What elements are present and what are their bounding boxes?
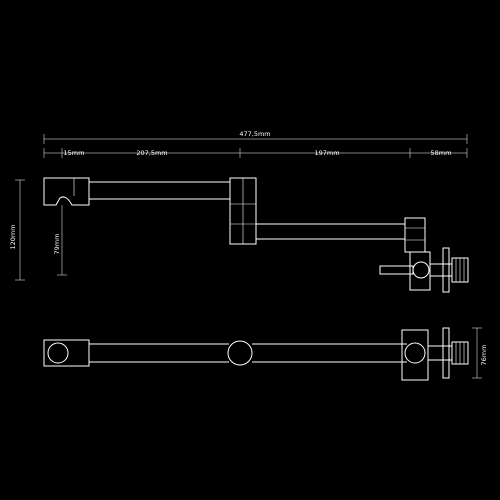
segment-d-label: 58mm	[431, 149, 452, 157]
spout-head	[43, 177, 90, 206]
dimension-total-length: 477,5mm	[43, 130, 468, 144]
height-drop-label: 79mm	[53, 234, 61, 255]
valve-knob	[412, 261, 430, 279]
swivel-joint	[227, 340, 253, 366]
wall-plate	[442, 247, 450, 293]
segment-b-label: 207,5mm	[136, 149, 167, 157]
dimension-height-drop: 79mm	[53, 205, 67, 276]
riser-joint	[404, 217, 426, 253]
total-length-label: 477,5mm	[239, 130, 270, 138]
spout-end	[43, 339, 90, 367]
dimension-plate-width: 76mm	[472, 327, 488, 379]
top-valve-body	[401, 329, 429, 381]
faucet-top-view	[43, 327, 469, 381]
segment-a-label: 15mm	[64, 149, 85, 157]
faucet-side-view	[43, 177, 469, 293]
plate-width-label: 76mm	[480, 345, 488, 366]
height-total-label: 120mm	[9, 224, 17, 249]
dimension-segments: 15mm 207,5mm 197mm 58mm	[43, 148, 468, 158]
dimension-height-total: 120mm	[9, 179, 25, 281]
handle-lever	[379, 265, 414, 275]
top-wall-plate	[442, 327, 450, 379]
valve-body	[409, 251, 431, 291]
segment-c-label: 197mm	[314, 149, 339, 157]
